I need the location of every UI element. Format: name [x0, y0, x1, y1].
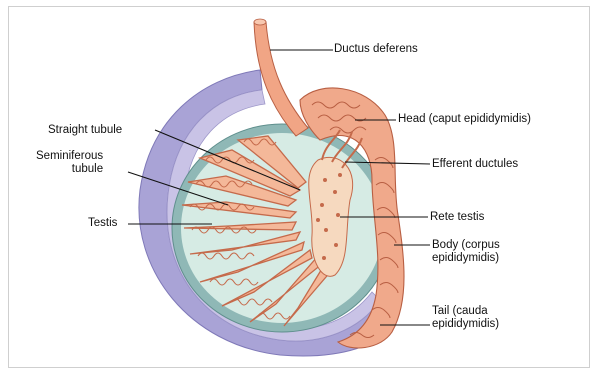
label-straight-tubule: Straight tubule	[48, 124, 122, 137]
label-body-line2: epididymidis)	[432, 252, 500, 265]
label-body: Body (corpus epididymidis)	[432, 239, 500, 265]
label-body-line1: Body (corpus	[432, 239, 500, 252]
label-seminiferous-line2: tubule	[36, 163, 103, 176]
label-testis: Testis	[88, 217, 117, 230]
ductus-deferens-end	[254, 19, 266, 25]
label-head: Head (caput epididymidis)	[398, 113, 531, 126]
ductus-deferens	[254, 22, 308, 136]
label-seminiferous-line1: Seminiferous	[36, 150, 103, 163]
label-ductus-deferens: Ductus deferens	[334, 43, 418, 56]
label-rete-testis: Rete testis	[430, 211, 484, 224]
label-seminiferous-tubule: Seminiferous tubule	[36, 150, 103, 176]
label-tail-line2: epididymidis)	[432, 318, 499, 331]
label-efferent-ductules: Efferent ductules	[432, 158, 518, 171]
label-tail-line1: Tail (cauda	[432, 305, 499, 318]
label-tail: Tail (cauda epididymidis)	[432, 305, 499, 331]
